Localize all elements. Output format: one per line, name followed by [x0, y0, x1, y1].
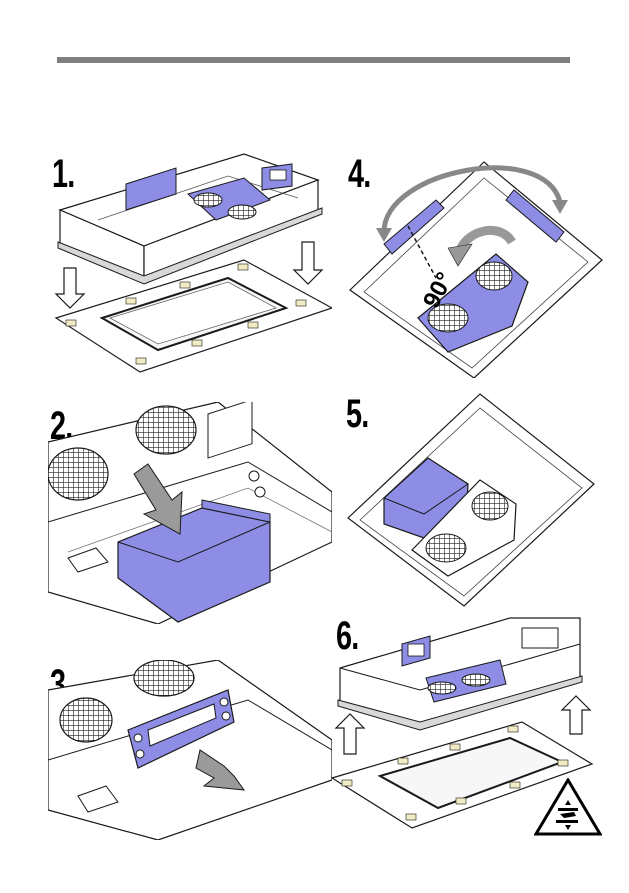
- step-3-panel: 3.: [48, 660, 332, 840]
- step-2-panel: 2.: [48, 402, 332, 624]
- step-5-panel: 5.: [344, 388, 604, 608]
- step-4-panel: 4. 90°: [344, 150, 604, 378]
- step-1-panel: 1.: [48, 150, 332, 378]
- hand-crush-warning-icon: [534, 778, 602, 836]
- handle-fix-illustration: [48, 660, 332, 840]
- header-rule: [57, 57, 570, 63]
- rotate-bracket-illustration: [344, 150, 604, 378]
- bracket-mounted-illustration: [344, 388, 604, 608]
- bracket-insert-illustration: [48, 402, 332, 624]
- hood-removal-illustration: [48, 150, 332, 378]
